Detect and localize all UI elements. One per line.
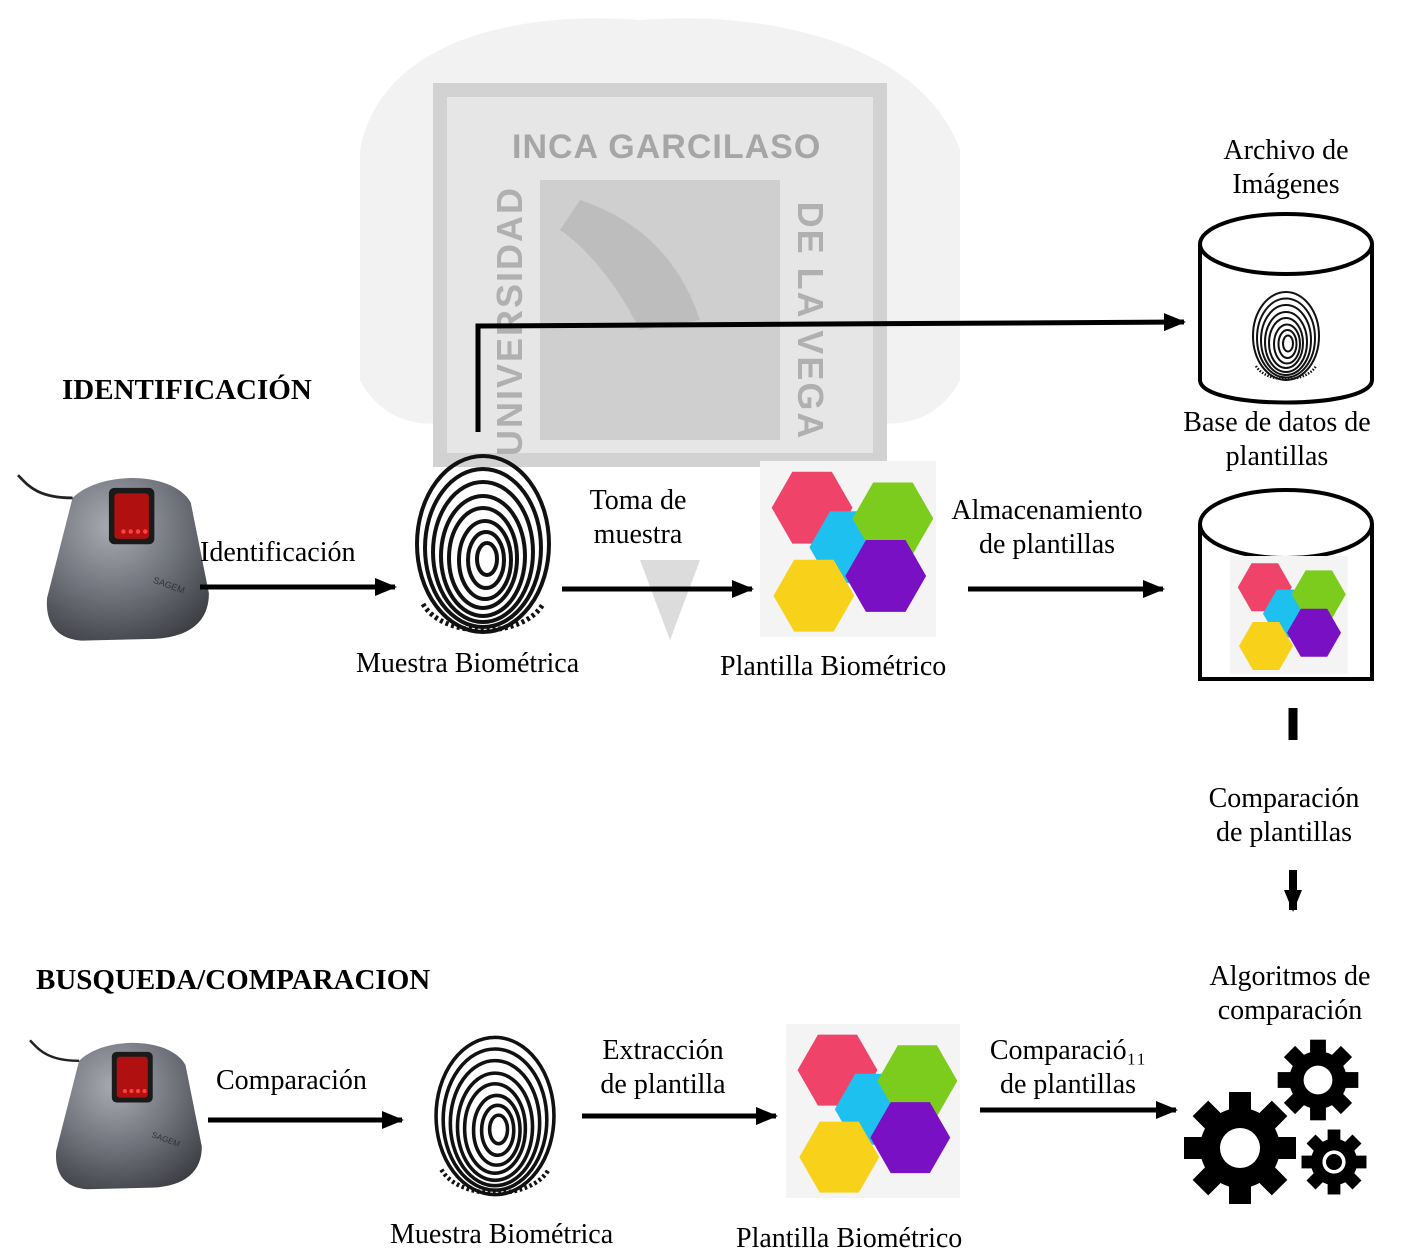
search-sample-label: Muestra Biométrica bbox=[390, 1219, 614, 1250]
search-arrow-label: Comparación bbox=[216, 1065, 367, 1096]
fingerprint-icon bbox=[428, 1018, 562, 1214]
identification-heading: IDENTIFICACIÓN bbox=[62, 374, 312, 406]
image-archive-label: Archivo de Imágenes bbox=[1223, 135, 1349, 200]
watermark-seal bbox=[360, 18, 960, 640]
fingerprint-icon bbox=[408, 444, 558, 644]
hexagon-template-icon bbox=[760, 461, 936, 637]
search-arrow2-label: Extracción de plantilla bbox=[600, 1035, 726, 1100]
watermark-top-text: INCA GARCILASO bbox=[512, 128, 822, 166]
template-database-label: Base de datos de plantillas bbox=[1183, 407, 1371, 472]
image-archive-database-icon bbox=[1198, 212, 1374, 405]
identification-sample-label: Muestra Biométrica bbox=[356, 648, 580, 679]
template-comparison-label: Comparación de plantillas bbox=[1208, 783, 1360, 848]
fingerprint-scanner-icon bbox=[28, 1039, 204, 1191]
gears-icon bbox=[1184, 1039, 1367, 1204]
algorithms-label: Algoritmos de comparación bbox=[1209, 961, 1371, 1026]
search-heading: BUSQUEDA/COMPARACION bbox=[36, 964, 431, 996]
template-database-icon bbox=[1198, 488, 1374, 681]
search-arrow3-label: Comparació₁₁ de plantillas bbox=[989, 1035, 1147, 1100]
search-template-label: Plantilla Biométrico bbox=[736, 1223, 963, 1254]
hexagon-template-icon bbox=[786, 1024, 960, 1198]
identification-template-label: Plantilla Biométrico bbox=[720, 651, 947, 682]
identification-arrow-label: Identificación bbox=[200, 537, 356, 568]
identification-arrow2-label: Toma de muestra bbox=[589, 485, 687, 550]
identification-arrow3-label: Almacenamiento de plantillas bbox=[951, 495, 1143, 560]
